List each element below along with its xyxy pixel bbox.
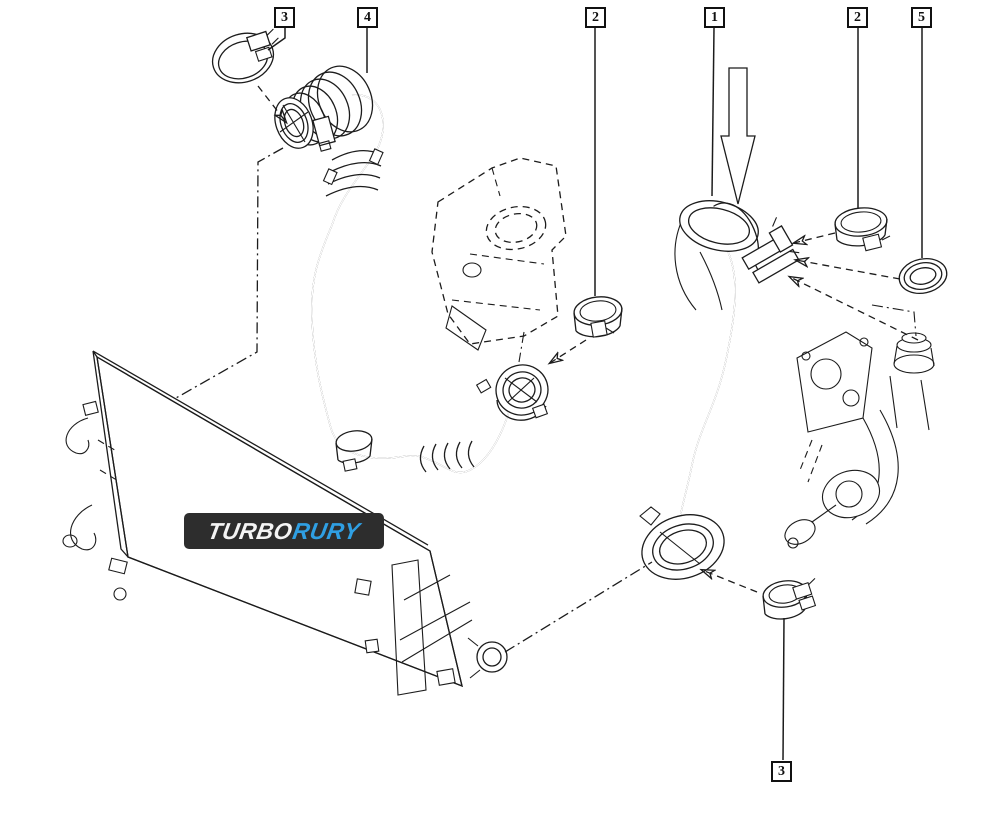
locator-lines — [175, 147, 653, 653]
clamp-part2-left-drawing — [573, 296, 623, 338]
airbox-drawing — [431, 157, 567, 363]
pipe-flange-drawing — [639, 506, 725, 580]
seal-ring-part5-drawing — [898, 257, 948, 295]
callout-box-1: 1 — [704, 7, 725, 28]
callout-box-4: 4 — [357, 7, 378, 28]
hose-part4-drawing — [274, 65, 549, 474]
pointer-arrows — [257, 85, 919, 593]
callout-box-5: 5 — [911, 7, 932, 28]
turbocharger-drawing — [784, 304, 935, 549]
callout-box-2-left: 2 — [585, 7, 606, 28]
clamp-part3-top-drawing — [211, 28, 279, 84]
clamp-part3-bottom-drawing — [762, 577, 817, 620]
charge-pipe-part1-drawing — [674, 200, 759, 543]
watermark-logo-text-primary: TURBO — [206, 517, 296, 544]
callout-box-2-right: 2 — [847, 7, 868, 28]
callout-box-3-top: 3 — [274, 7, 295, 28]
clamp-part2-right-drawing — [834, 207, 891, 252]
watermark-logo: TURBO RURY — [184, 513, 384, 549]
neck-clamp-drawing — [741, 217, 800, 284]
highlight-arrow-icon — [720, 67, 756, 205]
callout-box-3-bottom: 3 — [771, 761, 792, 782]
callout-leader-lines — [267, 27, 923, 761]
watermark-logo-text-secondary: RURY — [290, 517, 362, 544]
